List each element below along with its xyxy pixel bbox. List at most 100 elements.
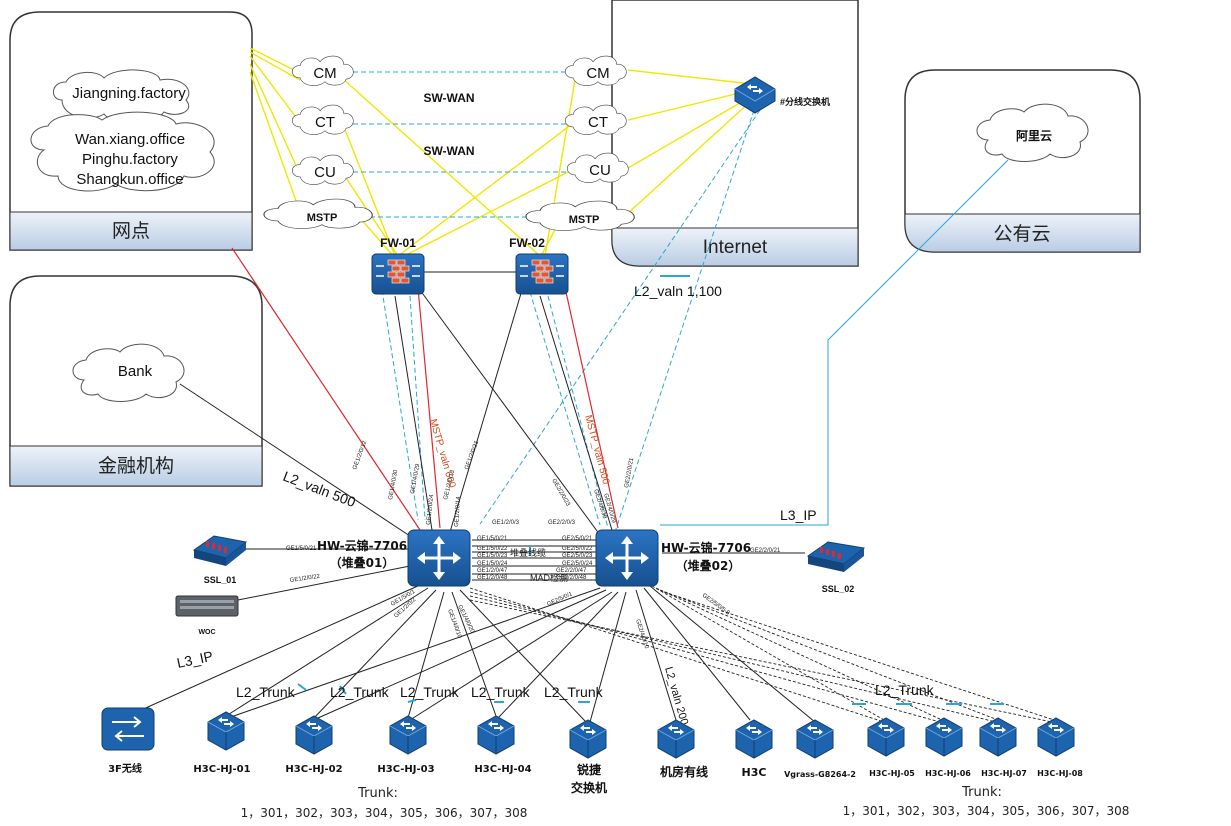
l2-trunk-label: L2_Trunk <box>544 684 604 700</box>
room-switch-icon <box>657 719 695 759</box>
access-label: H3C-HJ-04 <box>474 764 531 775</box>
cloud-offices: Wan.xiang.office Pinghu.factory Shangkun… <box>30 111 215 192</box>
ssl-02-icon <box>806 541 866 572</box>
firewall-02-label: FW-02 <box>509 236 545 250</box>
carrier-label: MSTP <box>569 214 600 226</box>
access-label: H3C <box>742 766 767 779</box>
port-label: GE2/5/0/5-8 <box>701 593 731 617</box>
access-label: H3C-HJ-03 <box>377 764 434 775</box>
access-label: H3C-HJ-06 <box>925 769 971 778</box>
port-label: GE1/5/0/23 <box>477 553 508 559</box>
l2-trunk-label: L2_Trunk <box>236 684 296 700</box>
l3-ip-left-label: L3_IP <box>175 648 214 671</box>
access-switch-hj01-icon <box>207 711 245 751</box>
zone-internet-label: Internet <box>703 237 768 258</box>
internet-switch-label: #分线交换机 <box>780 96 830 107</box>
trunk-labels: L2_Trunk L2_Trunk L2_Trunk L2_Trunk L2_T… <box>236 682 935 700</box>
access-label: Vgrass-G8264-2 <box>784 770 856 779</box>
access-switch-hj03-icon <box>389 715 427 755</box>
trunk-note-right-list: 1，301，302，303，304，305，306，307，308 <box>843 804 1130 818</box>
core-left-name: HW-云锦-7706 <box>317 538 407 553</box>
port-label: GE2/2/0/21 <box>624 457 635 489</box>
access-switch-hj08-icon <box>1037 717 1075 757</box>
sw-wan-label: SW-WAN <box>423 144 474 158</box>
access-label: H3C-HJ-08 <box>1037 769 1083 778</box>
port-label: GE1/2/0/48 <box>477 575 508 581</box>
stack-link-label: 堆叠线缆 <box>510 547 546 558</box>
port-label: GE2/2/0/48 <box>556 575 587 581</box>
cloud-label: Shangkun.office <box>76 171 183 188</box>
ssl-02-label: SSL_02 <box>822 584 855 594</box>
carrier-label: MSTP <box>307 212 338 224</box>
port-label: GE2/2/0/47 <box>556 568 587 574</box>
port-label: GE1/2/0/24 <box>426 494 435 525</box>
port-label: GE2/5/0/23 <box>562 553 593 559</box>
firewall-01-label: FW-01 <box>380 236 416 250</box>
carrier-clouds-right: CM CT CU MSTP <box>525 55 635 232</box>
l2-trunk-label: L2_Trunk <box>400 684 460 700</box>
carrier-label: CM <box>586 65 609 82</box>
sw-wan-label: SW-WAN <box>423 91 474 105</box>
wireless-controller-icon <box>101 707 155 751</box>
core-left-sub: （堆叠01） <box>330 555 395 570</box>
access-label: 3F无线 <box>108 762 142 775</box>
access-switch-hj07-icon <box>979 717 1017 757</box>
l2-valn-500-label: L2_valn 500 <box>281 468 358 510</box>
l2-trunk-label: L2_Trunk <box>875 682 935 698</box>
core-switch-left-icon <box>407 529 471 587</box>
port-label: GE1/2/0/47 <box>477 568 508 574</box>
mstp-500-label: MSTP_valn 500 <box>582 414 611 486</box>
l2-valn-1100-label: L2_valn 1,100 <box>634 283 722 299</box>
access-switch-hj04-icon <box>477 715 515 755</box>
port-label: GE2/2/0/23 <box>550 478 571 508</box>
access-label: H3C-HJ-07 <box>981 769 1027 778</box>
carrier-label: CU <box>589 162 611 179</box>
access-label: 交换机 <box>571 780 607 795</box>
cloud-label: Pinghu.factory <box>82 151 178 168</box>
access-switch-hj02-icon <box>295 715 333 755</box>
firewall-02-icon <box>515 253 569 295</box>
port-label: GE2/2/0/3 <box>548 520 576 526</box>
ssl-01-icon <box>192 535 248 566</box>
links <box>129 47 1055 723</box>
port-label: GE1/5/0/22 <box>477 546 508 552</box>
woc-icon <box>175 595 239 617</box>
firewall-01-icon <box>371 253 425 295</box>
cloud-label: Wan.xiang.office <box>75 131 185 148</box>
cloud-bank: Bank <box>72 343 185 402</box>
cloud-label: Bank <box>118 363 153 380</box>
access-label: H3C-HJ-02 <box>285 764 342 775</box>
l2-valn-200-label: L2_valn 200 <box>662 666 690 727</box>
cloud-aliyun: 阿里云 <box>976 103 1089 162</box>
port-label: GE1/2/0/22 <box>289 574 321 584</box>
vgrass-switch-icon <box>796 719 834 759</box>
port-label: GE1/4/0/30 <box>388 469 399 501</box>
core-right-sub: （堆叠02） <box>676 558 741 573</box>
cloud-label: 阿里云 <box>1016 128 1052 143</box>
access-switch-hj06-icon <box>925 717 963 757</box>
core-right-name: HW-云锦-7706 <box>661 540 751 555</box>
zone-public-cloud-label: 公有云 <box>993 223 1050 245</box>
port-label: GE2/5/0/1 <box>546 591 574 608</box>
trunk-note-right-title: Trunk: <box>961 785 1002 800</box>
core-switch-right-icon <box>595 529 659 587</box>
port-label: GE2/5/0/22 <box>562 546 593 552</box>
internet-switch-icon <box>734 76 776 114</box>
port-label: GE2/2/0/21 <box>750 548 781 554</box>
carrier-label: CT <box>315 114 335 131</box>
trunk-note-list: 1，301，302，303，304，305，306，307，308 <box>241 806 528 820</box>
trunk-note-title: Trunk: <box>357 786 398 801</box>
access-label: 锐捷 <box>577 762 602 777</box>
access-switch-hj05-icon <box>867 717 905 757</box>
access-label: 机房有线 <box>660 764 708 779</box>
zone-finance-label: 金融机构 <box>98 455 174 477</box>
carrier-label: CT <box>588 114 608 131</box>
l2-trunk-label: L2_Trunk <box>330 684 390 700</box>
port-label: GE1/2/0/3 <box>492 520 520 526</box>
zone-branch-label: 网点 <box>112 220 150 242</box>
carrier-label: CM <box>313 65 336 82</box>
access-label: H3C-HJ-01 <box>193 764 250 775</box>
mad-label: MAD检测 <box>530 572 568 583</box>
port-label: GE1/2/0/21 <box>464 439 480 470</box>
carrier-clouds-left: CM CT CU MSTP <box>263 55 373 230</box>
